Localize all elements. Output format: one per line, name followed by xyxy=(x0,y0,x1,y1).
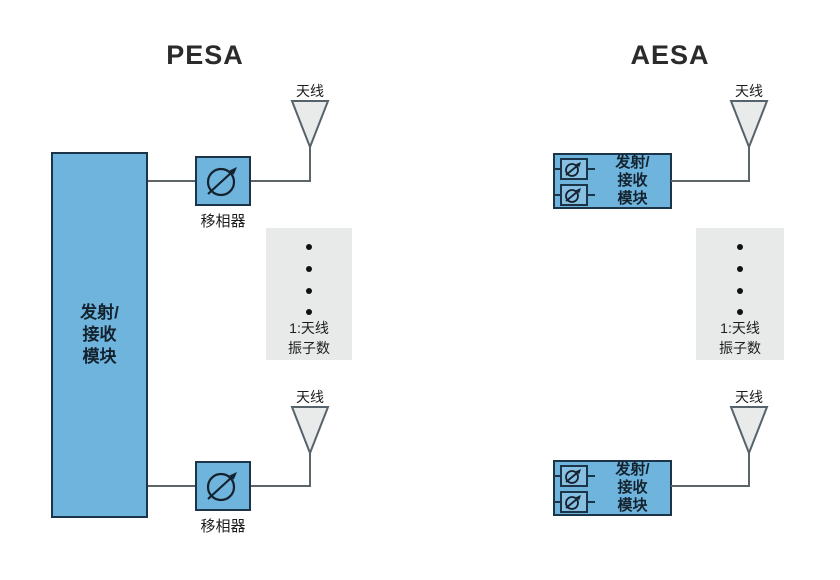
pesa-element-count-text: 1:天线 振子数 xyxy=(266,318,352,358)
tick xyxy=(555,194,560,196)
antenna-icon xyxy=(729,406,769,456)
aesa-module-label-bottom: 发射/ 接收 模块 xyxy=(595,461,670,514)
tick xyxy=(555,475,560,477)
aesa-module-label-top: 发射/ 接收 模块 xyxy=(595,154,670,207)
aesa-transmit-receive-module-top: 发射/ 接收 模块 xyxy=(553,153,672,209)
aesa-shifter-cell xyxy=(560,184,588,206)
aesa-module-top-line1: 发射/ xyxy=(615,154,650,171)
aesa-antenna-label-top: 天线 xyxy=(735,83,763,99)
pesa-phase-shifter-box-top xyxy=(195,156,251,206)
ellipsis-dot xyxy=(306,266,312,272)
phase-shifter-icon xyxy=(565,162,581,177)
aesa-element-count-text: 1:天线 振子数 xyxy=(696,318,784,358)
pesa-module-label-line2: 接收 xyxy=(82,325,117,344)
phase-shifter-icon xyxy=(565,495,581,510)
tick xyxy=(555,168,560,170)
antenna-icon xyxy=(290,100,330,150)
pesa-phase-shifter-label-top: 移相器 xyxy=(200,213,246,230)
wire-aesa-antenna-feed-top xyxy=(748,146,750,182)
aesa-note-line1: 1:天线 xyxy=(720,320,760,336)
aesa-transmit-receive-module-bottom: 发射/ 接收 模块 xyxy=(553,460,672,516)
ellipsis-dot xyxy=(306,244,312,250)
aesa-shifter-cell xyxy=(560,465,588,487)
pesa-note-line1: 1:天线 xyxy=(289,320,329,336)
wire-aesa-module-to-antenna-top xyxy=(671,180,750,182)
phase-shifter-icon xyxy=(206,167,237,197)
pesa-module-label-line3: 模块 xyxy=(82,347,117,366)
wire-pesa-module-to-shifter-bottom xyxy=(148,485,195,487)
tick xyxy=(588,168,595,170)
pesa-antenna-label-top: 天线 xyxy=(296,83,324,99)
ellipsis-dot xyxy=(737,266,743,272)
aesa-title: AESA xyxy=(630,40,710,70)
aesa-module-bottom-line3: 模块 xyxy=(617,497,648,514)
pesa-antenna-label-bottom: 天线 xyxy=(296,389,324,405)
antenna-icon xyxy=(290,406,330,456)
aesa-shifter-cell xyxy=(560,491,588,513)
aesa-shifter-cell xyxy=(560,158,588,180)
pesa-note-line2: 振子数 xyxy=(288,340,330,356)
ellipsis-dot xyxy=(737,309,743,315)
tick xyxy=(588,501,595,503)
pesa-title: PESA xyxy=(166,40,244,70)
tick xyxy=(588,194,595,196)
ellipsis-dot xyxy=(306,309,312,315)
aesa-element-count-note: 1:天线 振子数 xyxy=(696,228,784,360)
wire-aesa-module-to-antenna-bottom xyxy=(671,485,750,487)
wire-pesa-antenna-feed-top xyxy=(309,146,311,182)
aesa-antenna-label-bottom: 天线 xyxy=(735,389,763,405)
wire-pesa-shifter-to-antenna-bottom xyxy=(251,485,310,487)
phase-shifter-icon xyxy=(206,472,237,502)
pesa-transmit-receive-module: 发射/ 接收 模块 xyxy=(51,152,148,518)
tick xyxy=(555,501,560,503)
ellipsis-dot xyxy=(737,244,743,250)
phase-shifter-icon xyxy=(565,188,581,203)
pesa-phase-shifter-label-bottom: 移相器 xyxy=(200,518,246,535)
pesa-phase-shifter-box-bottom xyxy=(195,461,251,511)
wire-pesa-antenna-feed-bottom xyxy=(309,452,311,487)
aesa-module-top-line2: 接收 xyxy=(617,172,648,189)
pesa-element-count-note: 1:天线 振子数 xyxy=(266,228,352,360)
ellipsis-dot xyxy=(737,288,743,294)
wire-pesa-module-to-shifter-top xyxy=(148,180,195,182)
aesa-note-line2: 振子数 xyxy=(719,340,761,356)
pesa-module-label-line1: 发射/ xyxy=(80,303,119,322)
aesa-module-bottom-line1: 发射/ xyxy=(615,461,650,478)
pesa-module-label: 发射/ 接收 模块 xyxy=(53,154,146,516)
tick xyxy=(588,475,595,477)
wire-pesa-shifter-to-antenna-top xyxy=(251,180,310,182)
wire-aesa-antenna-feed-bottom xyxy=(748,452,750,487)
aesa-module-bottom-line2: 接收 xyxy=(617,479,648,496)
aesa-module-top-line3: 模块 xyxy=(617,190,648,207)
ellipsis-dot xyxy=(306,288,312,294)
antenna-icon xyxy=(729,100,769,150)
phase-shifter-icon xyxy=(565,469,581,484)
